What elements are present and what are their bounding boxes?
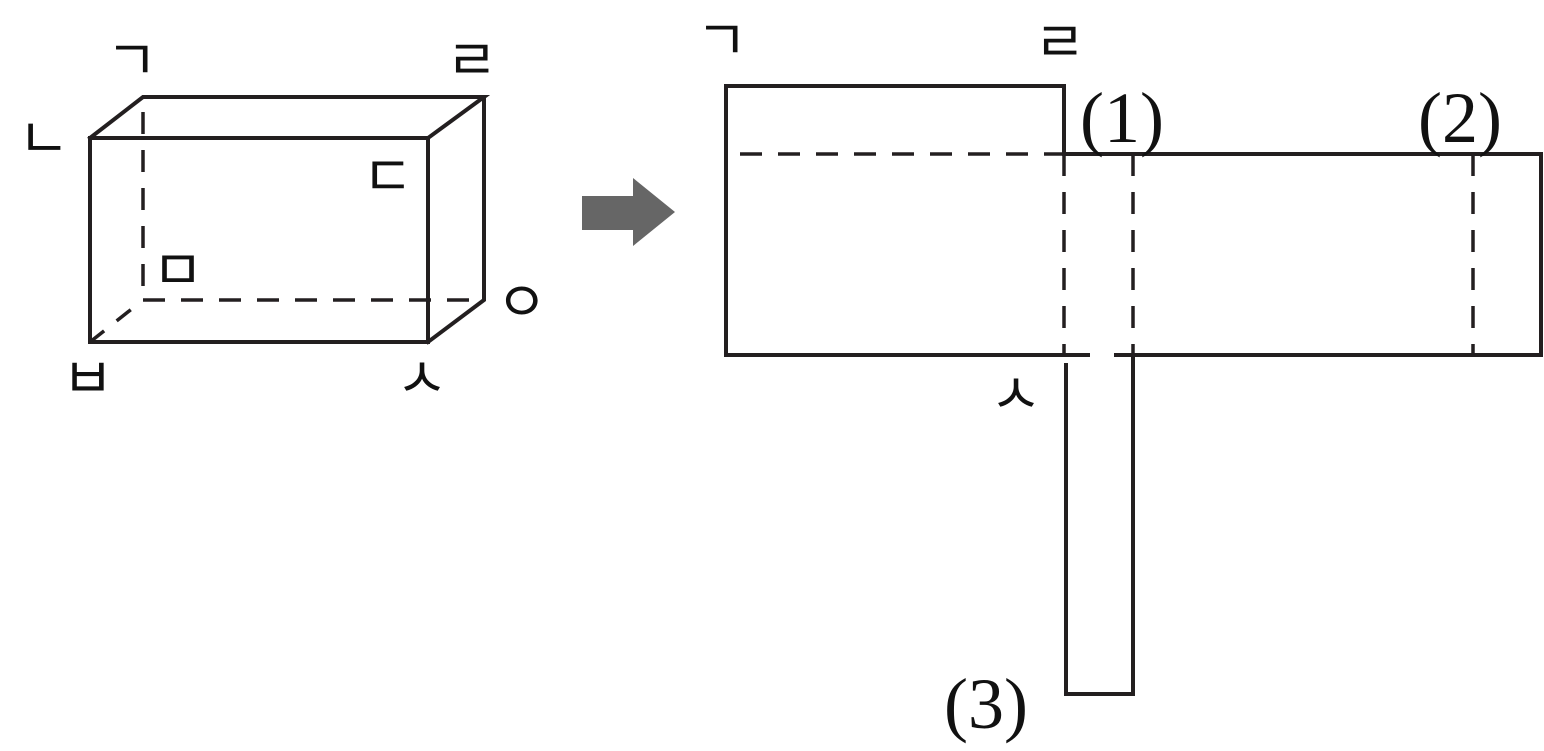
label-vertex-m: ㅁ [152,239,204,304]
label-vertex-o: ㅇ [496,271,548,336]
net-label-part2: (2) [1418,78,1502,158]
label-vertex-g: ㄱ [106,29,158,94]
net-right-strip [1062,152,1543,357]
label-vertex-r: ㄹ [446,29,498,94]
net-label-part3: (3) [944,664,1028,744]
cuboid-right-edges [425,95,486,345]
right-arrow-icon [582,178,675,246]
cuboid-hidden-diagonal [88,298,145,344]
cuboid-top-edges [87,95,491,141]
net-label-r: ㄹ [1034,11,1086,76]
net-label-part1: (1) [1080,78,1164,158]
net: ㄱ ㄹ ㅅ (1) (2) (3) [696,9,1543,744]
label-vertex-d: ㄷ [362,145,414,210]
label-vertex-b: ㅂ [62,347,114,412]
net-left-rect [724,84,1090,357]
cuboid: ㄱ ㄹ ㄴ ㄷ ㅁ ㅇ ㅂ ㅅ [18,29,548,412]
net-bottom-tab [1064,353,1135,696]
net-label-g: ㄱ [696,9,748,74]
label-vertex-s: ㅅ [396,347,448,412]
net-label-s: ㅅ [990,363,1042,428]
arrow-shape [582,178,675,246]
label-vertex-n: ㄴ [18,107,70,172]
cuboid-front-face [88,136,430,344]
